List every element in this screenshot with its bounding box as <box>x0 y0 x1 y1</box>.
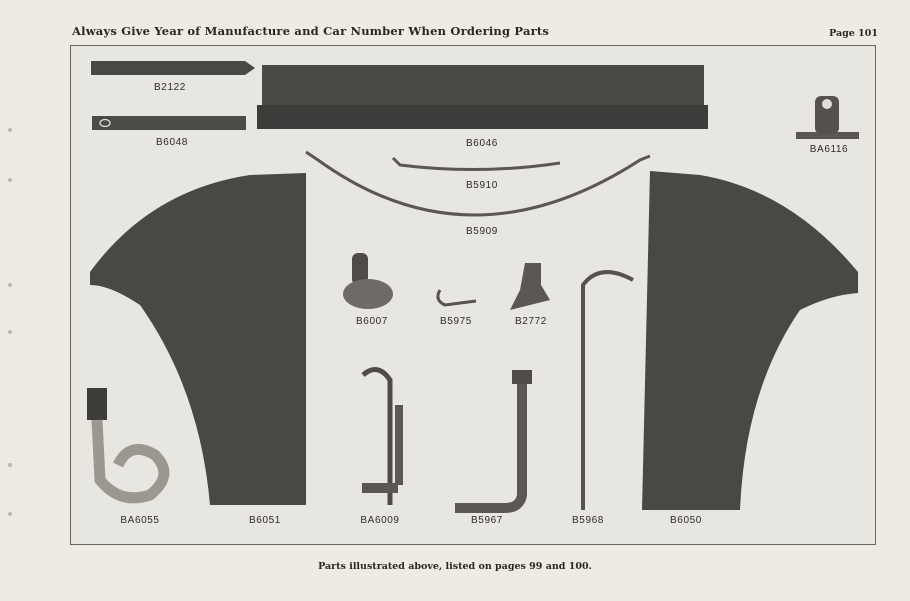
page-header-title: Always Give Year of Manufacture and Car … <box>72 24 550 38</box>
binder-hole <box>8 283 12 287</box>
part-label-ba6009: BA6009 <box>360 515 400 526</box>
part-ba6009-lamp-bracket <box>361 367 403 505</box>
binder-hole <box>8 178 12 182</box>
part-label-b5909: B5909 <box>466 226 498 237</box>
part-label-b6050: B6050 <box>670 515 702 526</box>
part-b6050-fender <box>642 171 858 510</box>
part-label-b2122: B2122 <box>154 82 186 93</box>
binder-hole <box>8 330 12 334</box>
binder-hole <box>8 512 12 516</box>
part-b6046-curtain <box>262 65 704 107</box>
part-label-b5975: B5975 <box>440 316 472 327</box>
binder-hole <box>8 463 12 467</box>
binder-hole <box>8 128 12 132</box>
part-b6007-plate <box>343 253 393 309</box>
part-b6048-eyelet <box>99 118 111 128</box>
part-b5968-rod <box>581 270 634 510</box>
part-b5967-cap <box>512 370 532 384</box>
part-label-b6007: B6007 <box>356 316 388 327</box>
part-b5910-rod <box>391 156 561 172</box>
page-number: Page 101 <box>829 28 878 39</box>
part-b5967-pipe <box>455 378 527 513</box>
part-label-b5910: B5910 <box>466 180 498 191</box>
part-label-b5967: B5967 <box>471 515 503 526</box>
part-label-b2772: B2772 <box>515 316 547 327</box>
part-ba6055-strap <box>87 388 170 504</box>
part-b6051-fender <box>90 173 306 505</box>
part-label-b6048: B6048 <box>156 137 188 148</box>
part-label-ba6116: BA6116 <box>809 144 849 155</box>
part-b5909-rod <box>305 150 651 217</box>
part-b5975-hook <box>436 289 477 307</box>
part-label-b6051: B6051 <box>249 515 281 526</box>
page-footer-note: Parts illustrated above, listed on pages… <box>318 561 592 572</box>
part-ba6116-bracket <box>796 96 859 139</box>
part-b6046-binding <box>257 105 708 129</box>
part-label-b6046: B6046 <box>466 138 498 149</box>
part-b2122-strap <box>91 61 255 75</box>
part-label-b5968: B5968 <box>572 515 604 526</box>
part-label-ba6055: BA6055 <box>120 515 160 526</box>
part-b6048-strap <box>92 116 246 130</box>
part-b2772-bracket <box>510 263 550 310</box>
